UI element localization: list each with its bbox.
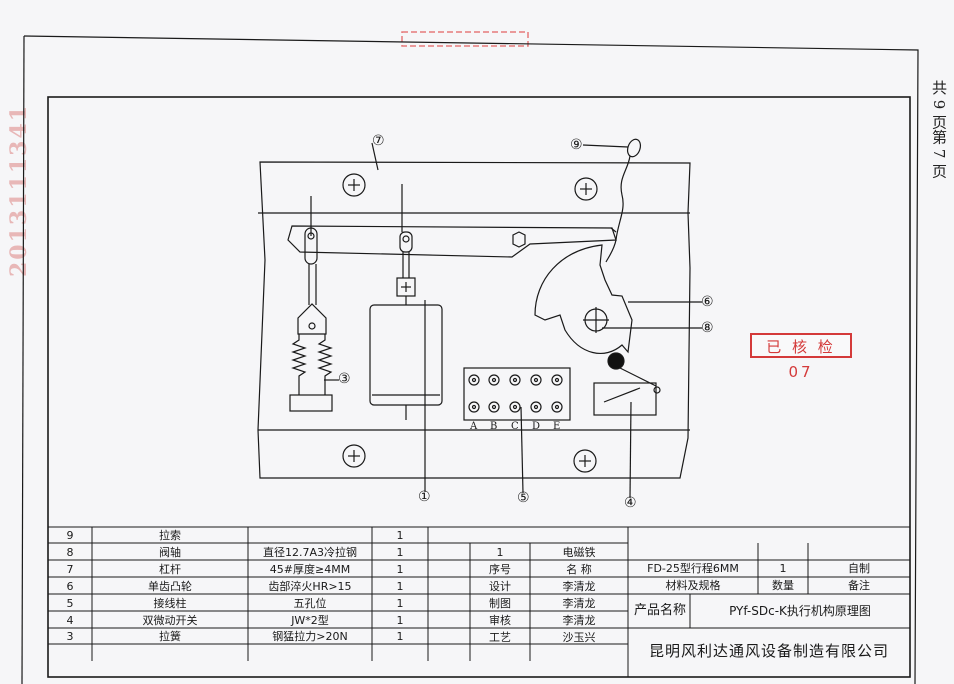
parts-spec-cell: 45#厚度≥4MM: [269, 562, 351, 576]
parts-qty-cell: 1: [396, 630, 404, 644]
balloon-4: ④: [624, 495, 637, 511]
balloon-3: ③: [338, 371, 351, 387]
product-label: 产品名称: [633, 603, 686, 618]
check-stamp: 已 核 检 07: [750, 333, 852, 381]
parts-qty-cell: 1: [396, 596, 404, 610]
parts-no-cell: 6: [66, 579, 74, 593]
lever: [287, 225, 617, 258]
sign-name-cell: 沙玉兴: [562, 630, 596, 644]
sign-name-cell: 李清龙: [562, 596, 596, 610]
terminal-block: [463, 367, 571, 421]
sign-name-cell: 李清龙: [562, 579, 596, 593]
inner-frame: [47, 96, 911, 678]
mount-screw: [574, 177, 598, 201]
parts-no-cell: 9: [66, 529, 74, 542]
parts-no-cell: 4: [66, 613, 74, 627]
outer-frame: [23, 35, 919, 684]
terminal-letter: B: [490, 421, 498, 432]
parts-qty-cell: 1: [396, 579, 404, 593]
mount-screw: [342, 173, 366, 197]
parts-name-cell: 杠杆: [159, 562, 181, 576]
solenoid-body: [369, 304, 443, 406]
parts-name-cell: 接线柱: [153, 596, 187, 610]
sign-no-cell: 工艺: [489, 630, 511, 644]
sign-no-cell: 1: [496, 546, 504, 559]
terminal-holes: [468, 374, 563, 413]
note-r1: 自制: [848, 562, 870, 575]
terminal-letter: A: [470, 421, 478, 432]
lever-nut: [512, 231, 526, 248]
sign-name-cell: 名 称: [566, 562, 592, 576]
spec-header: 材料及规格: [665, 579, 721, 592]
parts-spec-cell: 直径12.7A3冷拉钢: [262, 545, 357, 559]
spring-clevis: [297, 303, 327, 335]
product-name: PYf-SDc-K执行机构原理图: [729, 604, 871, 618]
single-tooth-cam: [534, 244, 633, 354]
terminal-letter: E: [553, 421, 561, 432]
micro-switch: [593, 382, 657, 416]
parts-spec-cell: JW*2型: [291, 613, 329, 627]
spring-left: [291, 334, 307, 395]
pull-cable: [605, 155, 631, 263]
sign-name-cell: 电磁铁: [562, 546, 596, 559]
balloon-8: ⑧: [701, 320, 714, 336]
parts-qty-cell: 1: [396, 545, 404, 559]
spring-right: [317, 334, 333, 395]
mount-screw: [342, 444, 366, 468]
parts-no-cell: 5: [66, 596, 74, 610]
parts-spec-cell: 五孔位: [293, 596, 327, 610]
top-stamp: [401, 31, 529, 47]
note-header: 备注: [848, 579, 870, 592]
sign-no-cell: 制图: [489, 596, 511, 610]
company-name: 昆明风利达通风设备制造有限公司: [648, 643, 889, 659]
sign-name-cell: 李清龙: [562, 613, 596, 627]
parts-no-cell: 7: [66, 562, 74, 576]
balloon-1: ①: [418, 489, 431, 505]
parts-qty-cell: 1: [396, 529, 404, 542]
base-plate: [257, 161, 691, 479]
terminal-letter: C: [511, 421, 519, 432]
page-mark: 共 9 页第 7 页: [930, 80, 948, 179]
parts-name-cell: 单齿凸轮: [148, 579, 192, 593]
parts-name-cell: 拉簧: [159, 630, 181, 644]
balloon-5: ⑤: [517, 490, 530, 506]
balloon-9: ⑨: [570, 137, 583, 153]
title-block-grid: [48, 526, 910, 677]
balloon-6: ⑥: [701, 294, 714, 310]
sign-no-cell: 设计: [489, 579, 511, 593]
mount-screw: [573, 449, 597, 473]
parts-qty-cell: 1: [396, 613, 404, 627]
terminal-letter: D: [532, 421, 541, 432]
sign-no-cell: 审核: [489, 613, 511, 627]
plunger-slot: [399, 231, 413, 253]
balloon-7: ⑦: [372, 133, 385, 149]
parts-spec-cell: 齿部淬火HR>15: [268, 579, 352, 593]
parts-name-cell: 阀轴: [159, 545, 181, 559]
sign-no-cell: 序号: [489, 562, 511, 576]
parts-spec-cell: 钢猛拉力>20N: [272, 630, 348, 644]
outer-frame-left: [21, 35, 25, 684]
parts-name-cell: 拉索: [159, 529, 181, 542]
parts-no-cell: 8: [66, 545, 74, 559]
switch-lever: [603, 387, 641, 403]
pull-ring: [626, 138, 642, 158]
parts-no-cell: 3: [66, 630, 74, 644]
qty-header: 数量: [772, 579, 794, 592]
parts-name-cell: 双微动开关: [142, 613, 198, 627]
spec-r1: FD-25型行程6MM: [647, 562, 739, 575]
spring-block: [289, 394, 333, 412]
qty-r1: 1: [779, 562, 787, 575]
parts-qty-cell: 1: [396, 562, 404, 576]
cam-roller: [607, 352, 625, 370]
